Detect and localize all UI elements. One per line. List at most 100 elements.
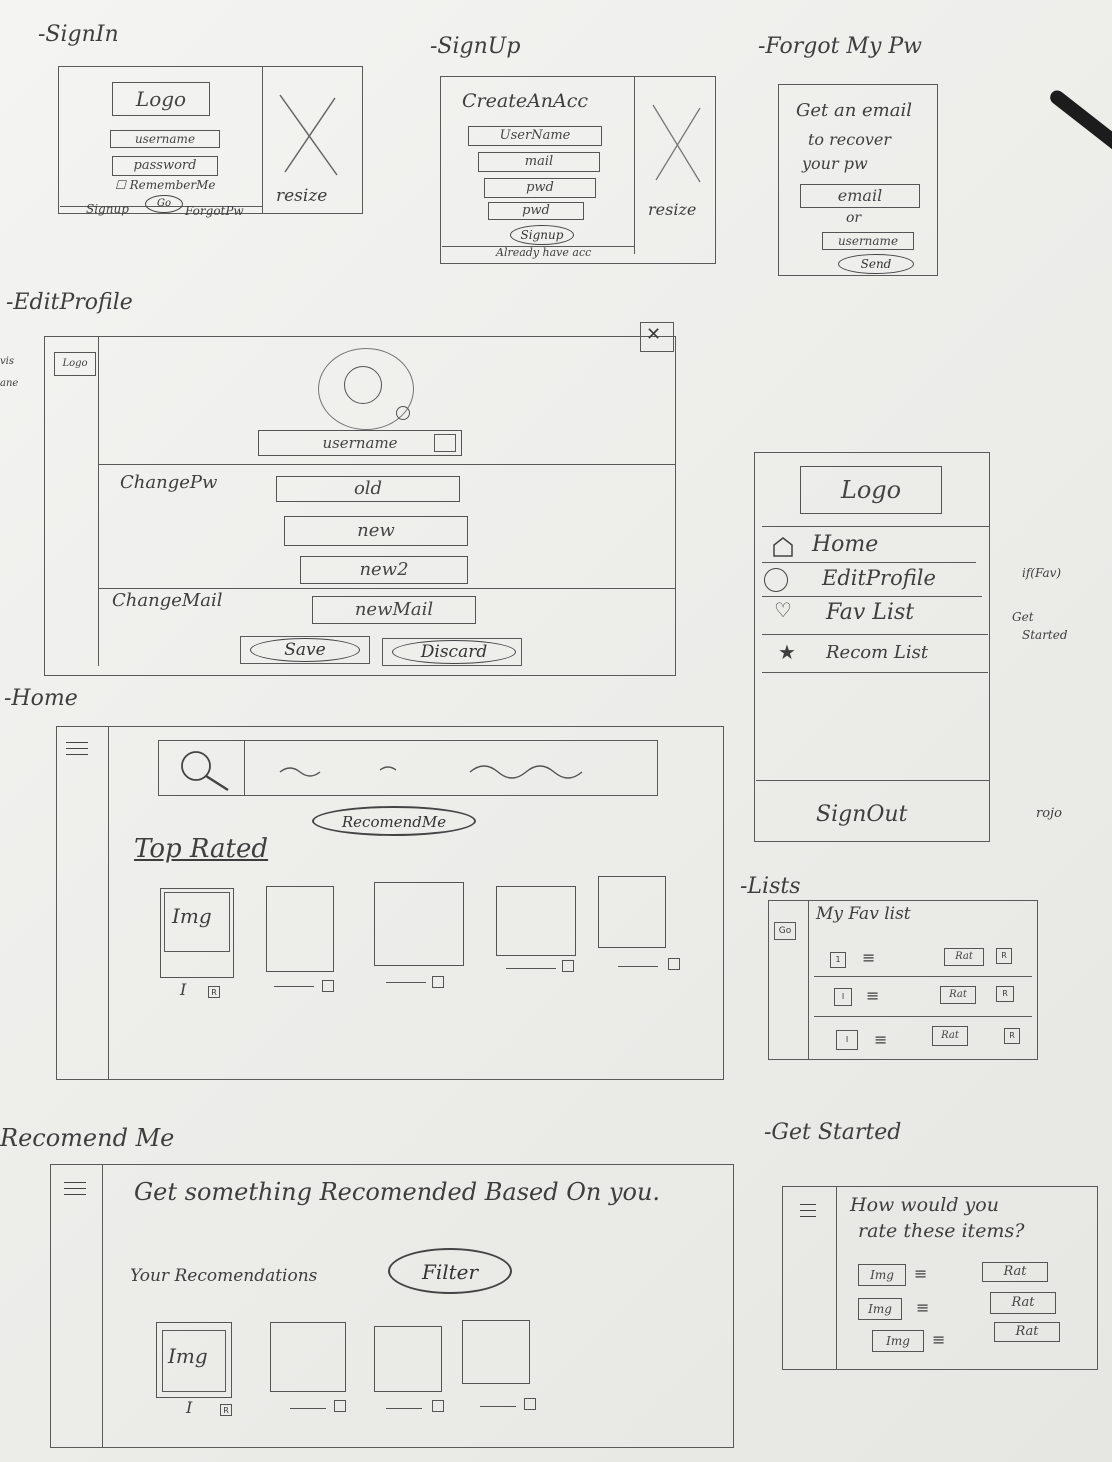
menu-item-edit-profile[interactable]: EditProfile <box>822 566 936 590</box>
recommend-your-label: Your Recomendations <box>130 1266 318 1286</box>
heart-icon: ♡ <box>774 598 792 622</box>
get-started-row-2-rate-button[interactable]: Rat <box>990 1292 1056 1314</box>
home-thumb-1-title: I <box>180 980 187 999</box>
save-button-frame <box>240 636 370 664</box>
lists-row-1-text-icon: ≡ <box>862 948 876 967</box>
lists-row-2-rate-button[interactable]: Rat <box>940 986 976 1004</box>
home-thumb-5[interactable] <box>598 876 666 948</box>
lists-row-3-remove-icon[interactable]: R <box>1004 1028 1020 1044</box>
menu-item-fav-list[interactable]: Fav List <box>826 600 915 625</box>
recommend-hamburger-icon[interactable] <box>64 1182 86 1200</box>
forgot-frame <box>778 84 938 276</box>
recommend-thumb-4-rate-icon[interactable] <box>524 1398 536 1410</box>
recommend-thumb-3[interactable] <box>374 1326 442 1392</box>
signin-frame <box>58 66 363 214</box>
lists-menu-icon[interactable]: Go <box>774 922 796 940</box>
new-password-confirm-input[interactable]: new2 <box>300 556 468 584</box>
recommend-thumb-1[interactable] <box>156 1322 232 1398</box>
forgot-or-text: or <box>846 210 862 226</box>
home-search-bar[interactable] <box>158 740 658 796</box>
recommend-thumb-1-img <box>162 1330 226 1392</box>
home-thumb-5-rate-icon[interactable] <box>668 958 680 970</box>
home-thumb-4[interactable] <box>496 886 576 956</box>
discard-button-frame <box>382 638 522 666</box>
section-title-home: -Home <box>4 686 78 711</box>
get-started-row-1-rate-button[interactable]: Rat <box>982 1262 1048 1282</box>
signin-password-input[interactable]: password <box>112 156 218 176</box>
new-password-input[interactable]: new <box>284 516 468 546</box>
forgot-username-input[interactable]: username <box>822 232 914 250</box>
lists-row-1-rate-button[interactable]: Rat <box>944 948 984 966</box>
home-thumb-2-rate-icon[interactable] <box>322 980 334 992</box>
home-frame <box>56 726 724 1080</box>
get-started-row-3-rate-button[interactable]: Rat <box>994 1322 1060 1342</box>
signup-password-confirm-input[interactable]: pwd <box>488 202 584 220</box>
menu-item-home[interactable]: Home <box>812 532 879 557</box>
menu-item-recom-list[interactable]: Recom List <box>826 642 929 663</box>
username-edit-icon[interactable] <box>434 434 456 452</box>
recommend-thumb-1-rate-icon[interactable]: R <box>220 1404 232 1416</box>
old-password-input[interactable]: old <box>276 476 460 502</box>
home-hamburger-icon[interactable] <box>66 742 88 760</box>
signin-signup-link[interactable]: Signup <box>86 202 129 216</box>
signin-resize-note: resize <box>276 186 328 206</box>
signup-divider <box>634 76 635 254</box>
menu-divider-6 <box>756 780 990 781</box>
edit-profile-username-input[interactable]: username <box>258 430 462 456</box>
section-title-lists: -Lists <box>740 874 801 899</box>
menu-divider-5 <box>762 672 988 673</box>
recommend-thumb-2-rate-icon[interactable] <box>334 1400 346 1412</box>
get-started-hamburger-icon[interactable] <box>800 1204 816 1222</box>
avatar-edit-icon[interactable] <box>396 406 410 420</box>
home-thumb-3-rate-icon[interactable] <box>432 976 444 988</box>
lists-row-3-rate-button[interactable]: Rat <box>932 1026 968 1046</box>
change-pw-label: ChangePw <box>120 472 218 493</box>
get-started-question-line-1: How would you <box>850 1194 999 1216</box>
recommend-thumb-4[interactable] <box>462 1320 530 1384</box>
signin-username-input[interactable]: username <box>110 130 220 148</box>
signin-remember-checkbox[interactable]: ☐ RememberMe <box>115 178 216 192</box>
home-thumb-1-rate-icon[interactable]: R <box>208 986 220 998</box>
signin-forgot-link[interactable]: ForgotPw <box>185 204 244 218</box>
recommend-filter-button[interactable]: Filter <box>388 1248 512 1294</box>
recommend-frame <box>50 1164 734 1448</box>
signup-username-input[interactable]: UserName <box>468 126 602 146</box>
home-thumb-2[interactable] <box>266 886 334 972</box>
menu-divider-1 <box>762 526 990 527</box>
signup-mail-input[interactable]: mail <box>478 152 600 172</box>
discard-button[interactable]: Discard <box>392 640 516 664</box>
recommend-thumb-2[interactable] <box>270 1322 346 1392</box>
lists-row-divider-1 <box>814 976 1032 977</box>
home-search-icon[interactable] <box>174 746 234 794</box>
home-recommend-me-button[interactable]: RecomendMe <box>312 806 476 836</box>
forgot-send-button[interactable]: Send <box>838 254 914 274</box>
get-started-row-1-text-icon: ≡ <box>914 1264 928 1283</box>
signup-password-input[interactable]: pwd <box>484 178 596 198</box>
signin-go-button[interactable]: Go <box>145 195 183 213</box>
get-started-row-3-text-icon: ≡ <box>932 1330 946 1349</box>
lists-row-1-remove-icon[interactable]: R <box>996 948 1012 964</box>
change-mail-label: ChangeMail <box>112 590 223 611</box>
get-started-row-2-text-icon: ≡ <box>916 1298 930 1317</box>
menu-divider-4 <box>762 634 988 635</box>
recommend-thumb-1-img-label: Img <box>168 1344 208 1368</box>
edit-profile-close-box <box>640 322 674 352</box>
home-thumb-5-title <box>618 966 658 967</box>
signup-submit-button[interactable]: Signup <box>510 225 574 245</box>
edit-profile-close-icon[interactable]: ✕ <box>646 324 662 345</box>
signup-resize-note: resize <box>648 200 697 219</box>
home-thumb-4-rate-icon[interactable] <box>562 960 574 972</box>
home-thumb-3[interactable] <box>374 882 464 966</box>
menu-note-get: Get <box>1012 610 1034 624</box>
lists-row-2-remove-icon[interactable]: R <box>996 986 1014 1002</box>
new-mail-input[interactable]: newMail <box>312 596 476 624</box>
lists-row-2-icon: I <box>834 988 852 1006</box>
signup-already-link[interactable]: Already have acc <box>496 246 592 259</box>
menu-item-signout[interactable]: SignOut <box>816 802 908 827</box>
forgot-email-input[interactable]: email <box>800 184 920 208</box>
forgot-text-line-3: your pw <box>802 154 868 173</box>
home-thumb-1[interactable] <box>160 888 234 978</box>
recommend-thumb-3-title <box>386 1408 422 1409</box>
save-button[interactable]: Save <box>250 638 360 662</box>
recommend-thumb-3-rate-icon[interactable] <box>432 1400 444 1412</box>
